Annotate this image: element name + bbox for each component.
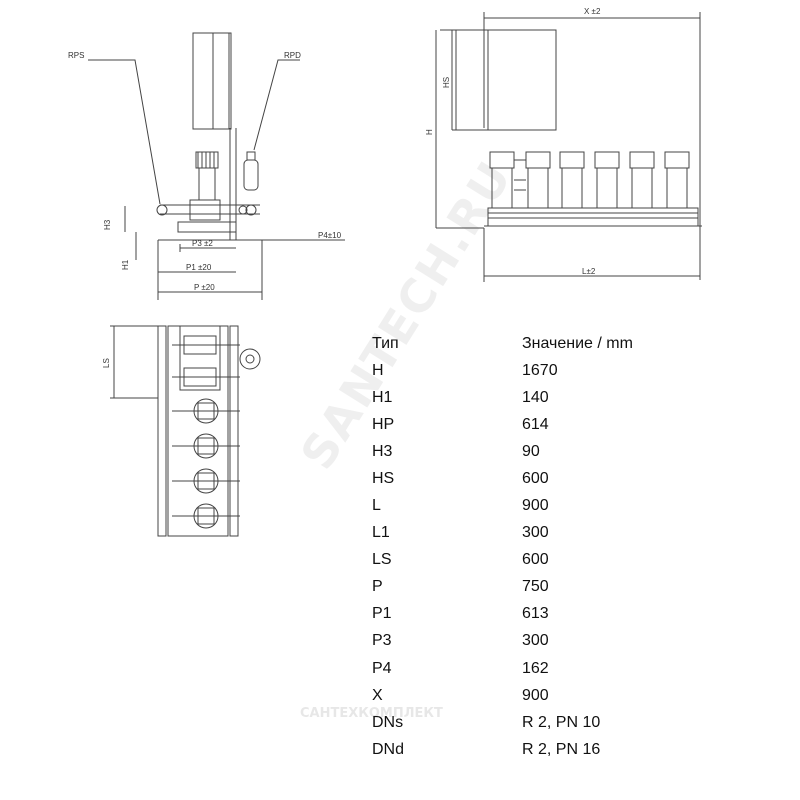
row-type: DNd: [372, 740, 405, 758]
row-value: 1670: [522, 361, 558, 379]
row-value: R 2, PN 16: [522, 740, 601, 758]
row-type: HP: [372, 415, 395, 433]
row-type: L1: [372, 524, 390, 542]
table-row: DNd R 2, PN 16: [372, 736, 692, 763]
h3-label: H3: [103, 219, 112, 230]
table-row: H1 140: [372, 384, 692, 411]
table-row: P1 613: [372, 601, 692, 628]
row-value: 614: [522, 415, 549, 433]
p3-label: P3 ±2: [192, 239, 213, 248]
row-type: P1: [372, 605, 392, 623]
table-row: LS 600: [372, 547, 692, 574]
table-row: L 900: [372, 492, 692, 519]
row-value: 600: [522, 551, 549, 569]
table-row: L1 300: [372, 520, 692, 547]
table-row: P3 300: [372, 628, 692, 655]
table-row: P4 162: [372, 655, 692, 682]
row-value: 300: [522, 632, 549, 650]
side-view-drawing: [88, 32, 345, 300]
x-label: X ±2: [584, 7, 601, 16]
row-value: 750: [522, 578, 549, 596]
h-label: H: [425, 129, 434, 135]
row-type: H: [372, 361, 384, 379]
rpd-label: RPD: [284, 51, 301, 60]
row-value: 140: [522, 388, 549, 406]
row-value: 600: [522, 469, 549, 487]
row-type: P3: [372, 632, 392, 650]
header-value: Значение / mm: [522, 335, 633, 352]
table-row: HP 614: [372, 411, 692, 438]
rps-label: RPS: [68, 51, 84, 60]
row-value: 162: [522, 659, 549, 677]
table-row: DNs R 2, PN 10: [372, 709, 692, 736]
row-type: P4: [372, 659, 392, 677]
row-value: 613: [522, 605, 549, 623]
row-value: 900: [522, 497, 549, 515]
row-type: X: [372, 686, 383, 704]
dimensions-table: Тип Значение / mm H 1670 H1 140 HP 614 H3 90…: [372, 331, 692, 763]
watermark-bottom: САНТЕХКОМПЛЕКТ: [300, 706, 443, 721]
table-row: HS 600: [372, 465, 692, 492]
l-label: L±2: [582, 267, 596, 276]
row-value: R 2, PN 10: [522, 713, 601, 731]
row-type: P: [372, 578, 383, 596]
table-row: H 1670: [372, 357, 692, 384]
header-type: Тип: [372, 335, 399, 352]
p1-label: P1 ±20: [186, 263, 212, 272]
row-value: 300: [522, 524, 549, 542]
ls-label: LS: [102, 358, 111, 368]
h1-label: H1: [121, 259, 130, 270]
top-view-drawing: [110, 325, 261, 537]
row-type: H3: [372, 442, 393, 460]
table-row: X 900: [372, 682, 692, 709]
row-value: 90: [522, 442, 540, 460]
table-header: Тип Значение / mm: [372, 331, 692, 357]
front-view-drawing: [435, 12, 702, 282]
row-type: H1: [372, 388, 393, 406]
row-type: HS: [372, 469, 395, 487]
table-row: P 750: [372, 574, 692, 601]
p4-label: P4±10: [318, 231, 342, 240]
hs-label: HS: [442, 77, 451, 88]
row-type: LS: [372, 551, 392, 569]
table-row: H3 90: [372, 438, 692, 465]
row-type: L: [372, 497, 381, 515]
row-type: DNs: [372, 713, 404, 731]
top-pump-row: [193, 398, 219, 529]
p-label: P ±20: [194, 283, 215, 292]
row-value: 900: [522, 686, 549, 704]
